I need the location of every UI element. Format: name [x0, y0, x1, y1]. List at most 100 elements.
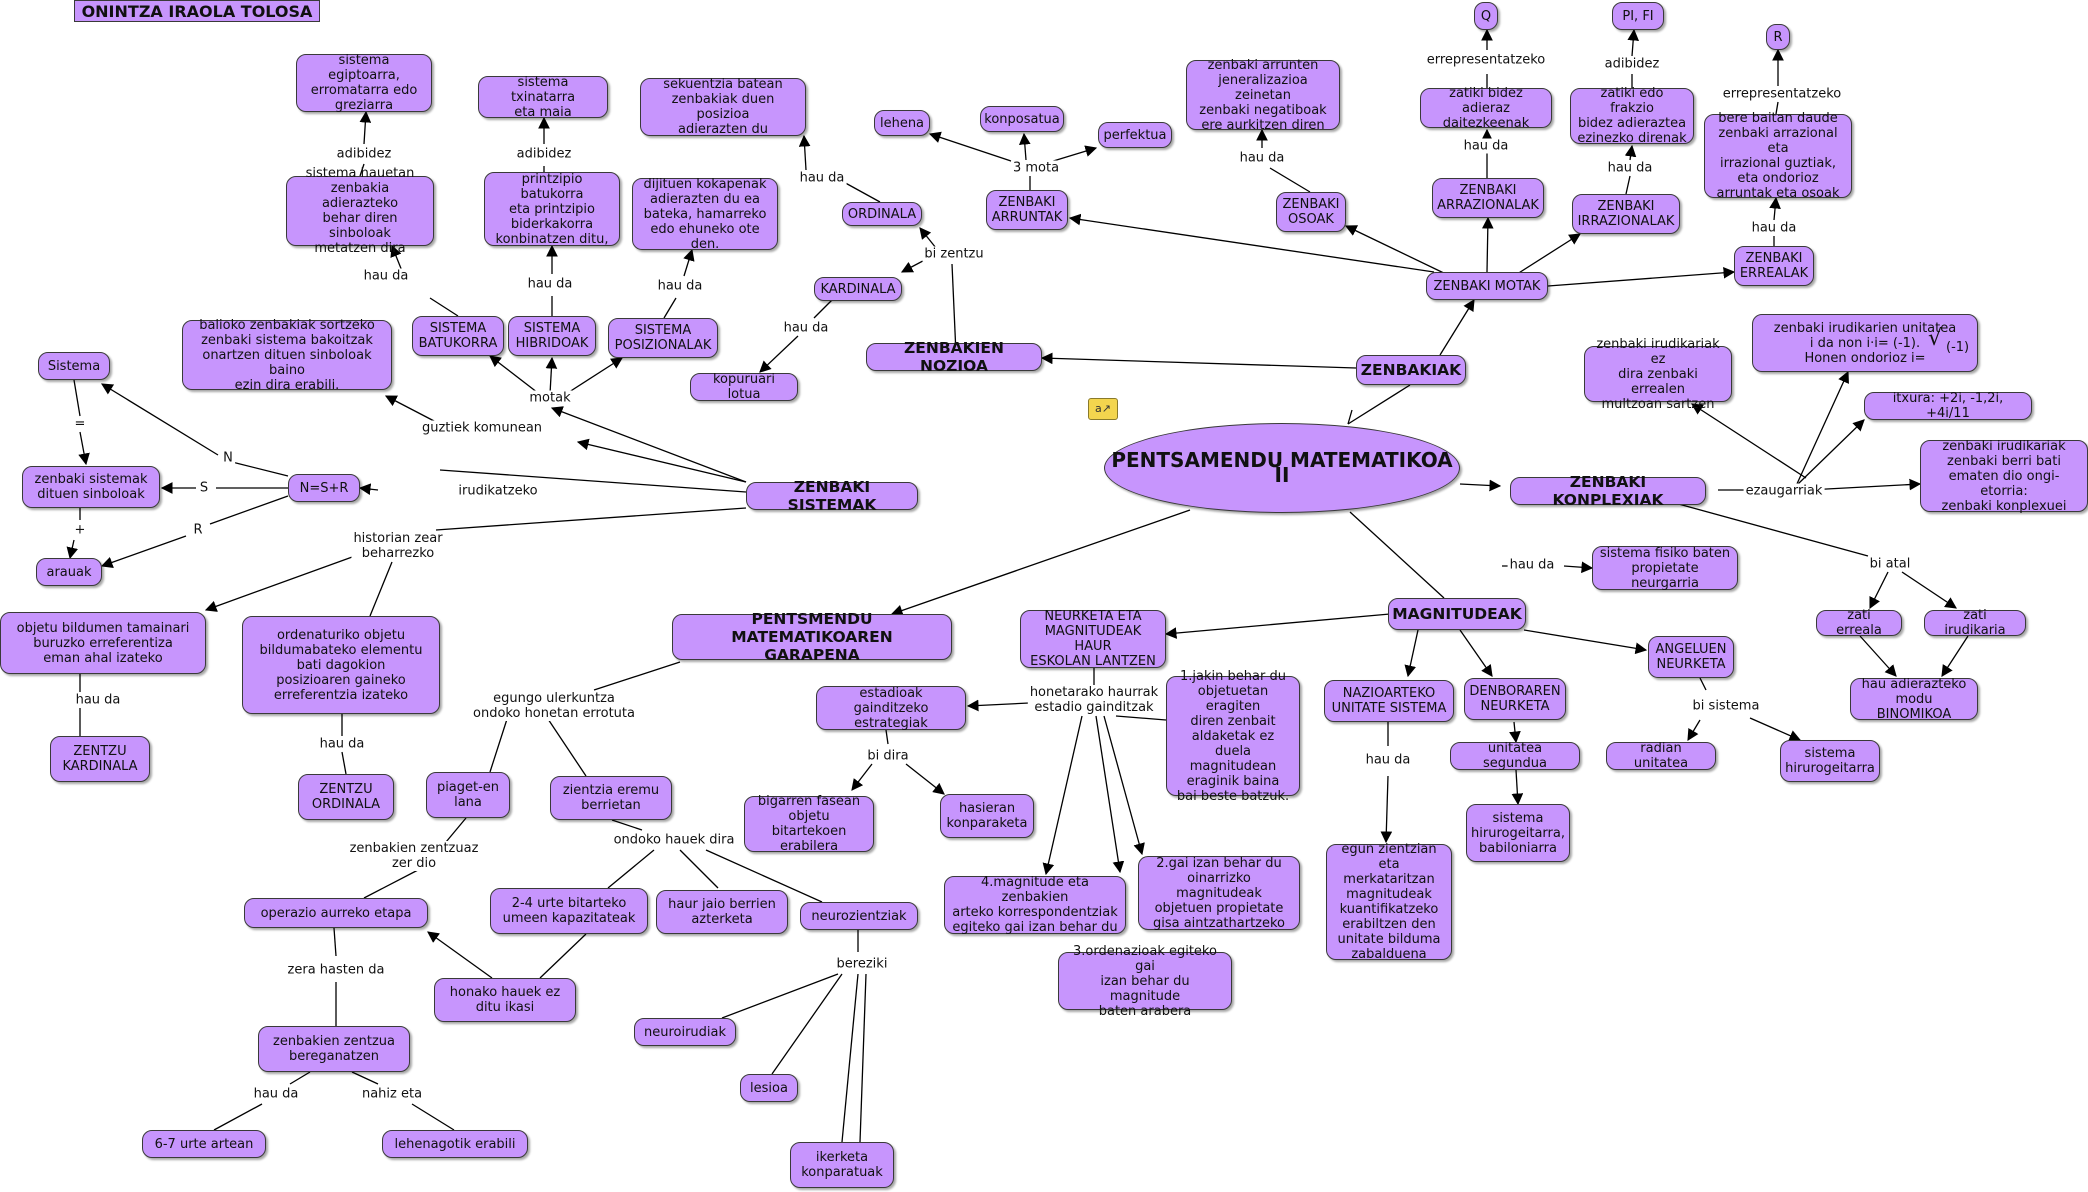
central-title-node[interactable]: PENTSAMENDU MATEMATIKOA II	[1104, 423, 1460, 513]
link-label-hau-da: hau da	[317, 736, 367, 752]
link-label-bi-dira: bi dira	[865, 748, 911, 764]
node-radian[interactable]: radian unitatea	[1606, 741, 1716, 771]
connector-line	[1344, 225, 1451, 277]
node-bigarren[interactable]: bigarren fasean objetu bitartekoen erabi…	[744, 794, 874, 854]
node-sistema[interactable]: Sistema	[38, 352, 110, 380]
node-hibridoak[interactable]: SISTEMA HIBRIDOAK	[508, 316, 596, 356]
node-irudikariak-berri[interactable]: zenbaki irudikariak zenbaki berri bati e…	[1920, 439, 2088, 514]
node-arauak[interactable]: arauak	[36, 558, 102, 586]
connector-line	[100, 535, 187, 568]
node-osoak[interactable]: ZENBAKI OSOAK	[1276, 192, 1346, 232]
node-kopuruari-lotua[interactable]: kopuruari lotua	[690, 372, 798, 402]
node-osoak-desc[interactable]: zenbaki arrunten jeneralizazioa zeinetan…	[1186, 58, 1340, 133]
node-batukorra[interactable]: SISTEMA BATUKORRA	[412, 316, 504, 356]
node-q[interactable]: Q	[1474, 2, 1498, 30]
node-zenbaki-sinboloak[interactable]: zenbaki sistemak dituen sinboloak	[22, 466, 160, 508]
node-balioko[interactable]: balioko zenbakiak sortzeko zenbaki siste…	[182, 318, 392, 393]
node-ordinala[interactable]: ORDINALA	[842, 202, 922, 226]
node-errealak-desc[interactable]: bere baitan daude zenbaki arrazional eta…	[1704, 111, 1852, 201]
connector-line	[1563, 561, 1594, 574]
node-irudikariak-ez[interactable]: zenbaki irudikariak ez dira zenbaki erre…	[1584, 337, 1732, 412]
node-honako[interactable]: honako hauek ez ditu ikasi	[434, 978, 576, 1022]
node-neuroirudiak[interactable]: neuroirudiak	[634, 1018, 736, 1046]
link-label-ezaugarriak: ezaugarriak	[1743, 483, 1825, 499]
node-jakin[interactable]: 1.jakin behar du objetuetan eragiten dir…	[1166, 669, 1300, 804]
node-arrazionalak[interactable]: ZENBAKI ARRAZIONALAK	[1432, 178, 1544, 218]
node-arrazionalak-desc[interactable]: zatiki bidez adieraz daitezkeenak	[1420, 86, 1552, 131]
node-zentzu-kardinala[interactable]: ZENTZU KARDINALA	[50, 736, 150, 782]
node-unitatea-text[interactable]: zenbaki irudikarien unitatea i da non i·…	[1752, 314, 1978, 372]
node-hibrido-desc[interactable]: printzipio batukorra eta printzipio bide…	[484, 172, 620, 247]
node-urte-bitarteko[interactable]: 2-4 urte bitarteko umeen kapazitateak	[490, 888, 648, 934]
node-ordenazioak[interactable]: 3.ordenazioak egiteko gai izan behar du …	[1058, 944, 1232, 1019]
node-hirurogeitarra[interactable]: sistema hirurogeitarra	[1780, 740, 1880, 782]
node-nsr[interactable]: N=S+R	[288, 474, 360, 502]
node-zenbaki-konplexiak[interactable]: ZENBAKI KONPLEXIAK	[1510, 473, 1706, 509]
node-lehenagotik[interactable]: lehenagotik erabili	[382, 1130, 528, 1158]
node-garapena[interactable]: PENTSMENDU MATEMATIKOAREN GARAPENA	[672, 610, 952, 664]
node-kardinala[interactable]: KARDINALA	[814, 277, 902, 301]
node-unitatea-segundua[interactable]: unitatea segundua	[1450, 741, 1580, 771]
node-denboraren[interactable]: DENBORAREN NEURKETA	[1464, 678, 1566, 720]
node-zenbaki-sistemak[interactable]: ZENBAKI SISTEMAK	[746, 478, 918, 514]
node-sekuentzia[interactable]: sekuentzia batean zenbakiak duen posizio…	[640, 77, 806, 137]
node-operazio[interactable]: operazio aurreko etapa	[244, 898, 428, 928]
node-zentzu-ordinala[interactable]: ZENTZU ORDINALA	[298, 774, 394, 820]
node-irrazionalak[interactable]: ZENBAKI IRRAZIONALAK	[1572, 194, 1680, 234]
node-haur-jaio[interactable]: haur jaio berrien azterketa	[656, 890, 788, 934]
node-lesioa[interactable]: lesioa	[740, 1074, 798, 1102]
node-magnitudeak[interactable]: MAGNITUDEAK	[1388, 598, 1526, 630]
node-zenbakiak[interactable]: ZENBAKIAK	[1356, 355, 1466, 385]
connector-line	[1439, 299, 1475, 356]
link-label-nahiz-eta: nahiz eta	[359, 1086, 425, 1102]
resource-icon[interactable]: a↗	[1088, 398, 1118, 420]
connector-line	[1040, 352, 1357, 369]
node-zientzia-eremu[interactable]: zientzia eremu berrietan	[550, 776, 672, 820]
node-nazioarteko[interactable]: NAZIOARTEKO UNITATE SISTEMA	[1324, 680, 1454, 722]
node-binomikoa[interactable]: hau adierazteko modu BINOMIKOA	[1850, 677, 1978, 722]
node-estadioak[interactable]: estadioak gainditzeko estrategiak	[816, 686, 966, 731]
node-irrazionalak-desc[interactable]: zatiki edo frakzio bidez adieraztea ezin…	[1570, 86, 1694, 146]
node-txinatarra[interactable]: sistema txinatarra eta maia	[478, 75, 608, 120]
node-arruntak[interactable]: ZENBAKI ARRUNTAK	[986, 190, 1068, 230]
node-pifi[interactable]: PI, FI	[1612, 2, 1664, 30]
node-magnitude-eta[interactable]: 4.magnitude eta zenbakien arteko korresp…	[944, 875, 1126, 935]
connector-line	[545, 715, 587, 777]
node-r[interactable]: R	[1766, 24, 1790, 50]
link-label-ondoko: ondoko hauek dira	[611, 832, 737, 848]
node-egiptoarra[interactable]: sistema egiptoarra, erromatarra edo grez…	[296, 53, 432, 113]
node-batukorra-desc[interactable]: sistema hauetan zenbakia adierazteko beh…	[286, 166, 434, 256]
node-zati-erreala[interactable]: zati erreala	[1816, 608, 1902, 638]
node-neurketa[interactable]: NEURKETA ETA MAGNITUDEAK HAUR ESKOLAN LA…	[1020, 609, 1166, 669]
link-label-motak: motak	[527, 390, 573, 406]
node-perfektua[interactable]: perfektua	[1098, 122, 1172, 148]
author-label[interactable]: ONINTZA IRAOLA TOLOSA	[74, 0, 320, 22]
node-urte-artean[interactable]: 6-7 urte artean	[142, 1130, 266, 1158]
node-lehena[interactable]: lehena	[874, 110, 930, 136]
connector-line	[445, 817, 467, 843]
node-hirurogeitarra-bab[interactable]: sistema hirurogeitarra, babiloniarra	[1466, 804, 1570, 862]
node-egun-zientzian[interactable]: egun zientzian eta merkataritzan magnitu…	[1326, 842, 1452, 962]
node-zenbakien-nozioa[interactable]: ZENBAKIEN NOZIOA	[866, 339, 1042, 375]
node-objetu-bildumen[interactable]: objetu bildumen tamainari buruzko errefe…	[0, 612, 206, 674]
node-posizionalak[interactable]: SISTEMA POSIZIONALAK	[608, 318, 718, 358]
connector-line	[1042, 715, 1083, 876]
node-errealak[interactable]: ZENBAKI ERREALAK	[1734, 246, 1814, 286]
node-ordenaturiko[interactable]: ordenaturiko objetu bildumabateko elemen…	[242, 616, 440, 714]
node-konposatua[interactable]: konposatua	[980, 106, 1064, 132]
node-zati-irudikaria[interactable]: zati irudikaria	[1924, 608, 2026, 638]
node-sistema-fisiko[interactable]: sistema fisiko baten propietate neurgarr…	[1592, 546, 1738, 591]
node-angeluen[interactable]: ANGELUEN NEURKETA	[1648, 636, 1734, 678]
node-zentzua-bereganatzen[interactable]: zenbakien zentzua bereganatzen	[258, 1026, 410, 1072]
connector-line	[213, 1103, 263, 1131]
node-dijituen[interactable]: dijituen kokapenak adierazten du ea bate…	[632, 177, 778, 252]
node-piaget[interactable]: piaget-en lana	[426, 772, 510, 818]
node-itxura[interactable]: itxura: +2i, -1,2i, +4i/11	[1864, 391, 2032, 421]
link-label-hau-da: hau da	[525, 276, 575, 292]
connector-line	[1749, 717, 1802, 742]
node-hasieran[interactable]: hasieran konparaketa	[940, 794, 1034, 838]
node-neurozientziak[interactable]: neurozientziak	[800, 902, 918, 930]
node-gai-izan[interactable]: 2.gai izan behar du oinarrizko magnitude…	[1138, 856, 1300, 931]
node-zenbaki-motak[interactable]: ZENBAKI MOTAK	[1426, 272, 1548, 300]
node-ikerketa[interactable]: ikerketa konparatuak	[790, 1142, 894, 1188]
